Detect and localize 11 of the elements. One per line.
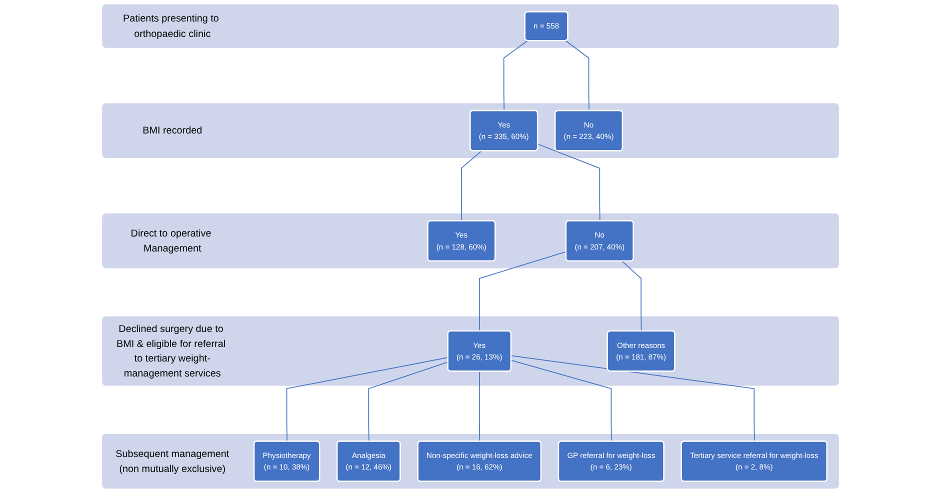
connector <box>537 144 600 222</box>
connector <box>565 40 590 112</box>
connector <box>286 357 448 442</box>
connector <box>478 251 567 332</box>
connector <box>503 40 528 112</box>
connector <box>510 360 612 442</box>
connector <box>368 362 448 442</box>
connector <box>622 260 642 332</box>
connector <box>478 370 480 442</box>
connector <box>510 355 755 442</box>
connector <box>460 150 482 222</box>
